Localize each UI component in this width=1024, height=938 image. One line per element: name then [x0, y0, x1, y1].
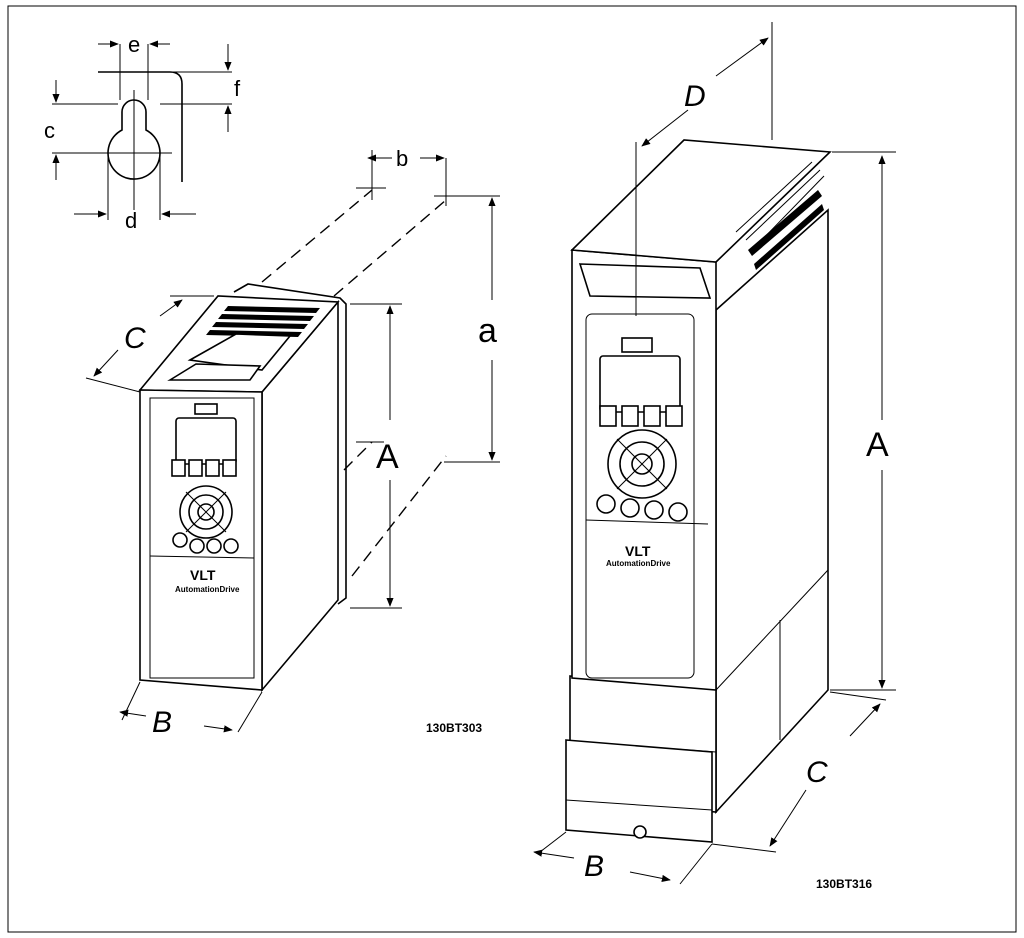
dim-label-e: e: [128, 32, 140, 57]
large-product-label: AutomationDrive: [606, 559, 671, 568]
dim-label-c: c: [44, 118, 55, 143]
dim-label-a: a: [478, 312, 497, 350]
dim-label-b: b: [396, 146, 408, 171]
large-dim-label-A: A: [866, 426, 889, 464]
large-dim-label-C: C: [806, 756, 828, 789]
large-drive-unit: VLT AutomationDrive D A C B 130BT316: [533, 22, 896, 891]
small-brand-label: VLT: [190, 567, 216, 583]
large-dim-label-D: D: [684, 80, 706, 113]
small-drive-unit: VLT AutomationDrive b a A C: [85, 146, 500, 739]
dim-label-f: f: [234, 76, 241, 101]
small-dim-label-C: C: [124, 322, 146, 355]
small-dim-label-A: A: [376, 438, 399, 476]
large-dim-label-B: B: [584, 850, 604, 883]
large-brand-label: VLT: [625, 543, 651, 559]
large-side-panel: [715, 208, 829, 815]
page-frame: [7, 5, 1017, 933]
small-product-label: AutomationDrive: [175, 585, 240, 594]
small-drawing-code: 130BT303: [426, 721, 482, 735]
dim-label-d: d: [125, 208, 137, 233]
keyhole-detail: e f c d: [44, 32, 241, 233]
large-drawing-code: 130BT316: [816, 877, 872, 891]
small-dim-label-B: B: [152, 706, 172, 739]
